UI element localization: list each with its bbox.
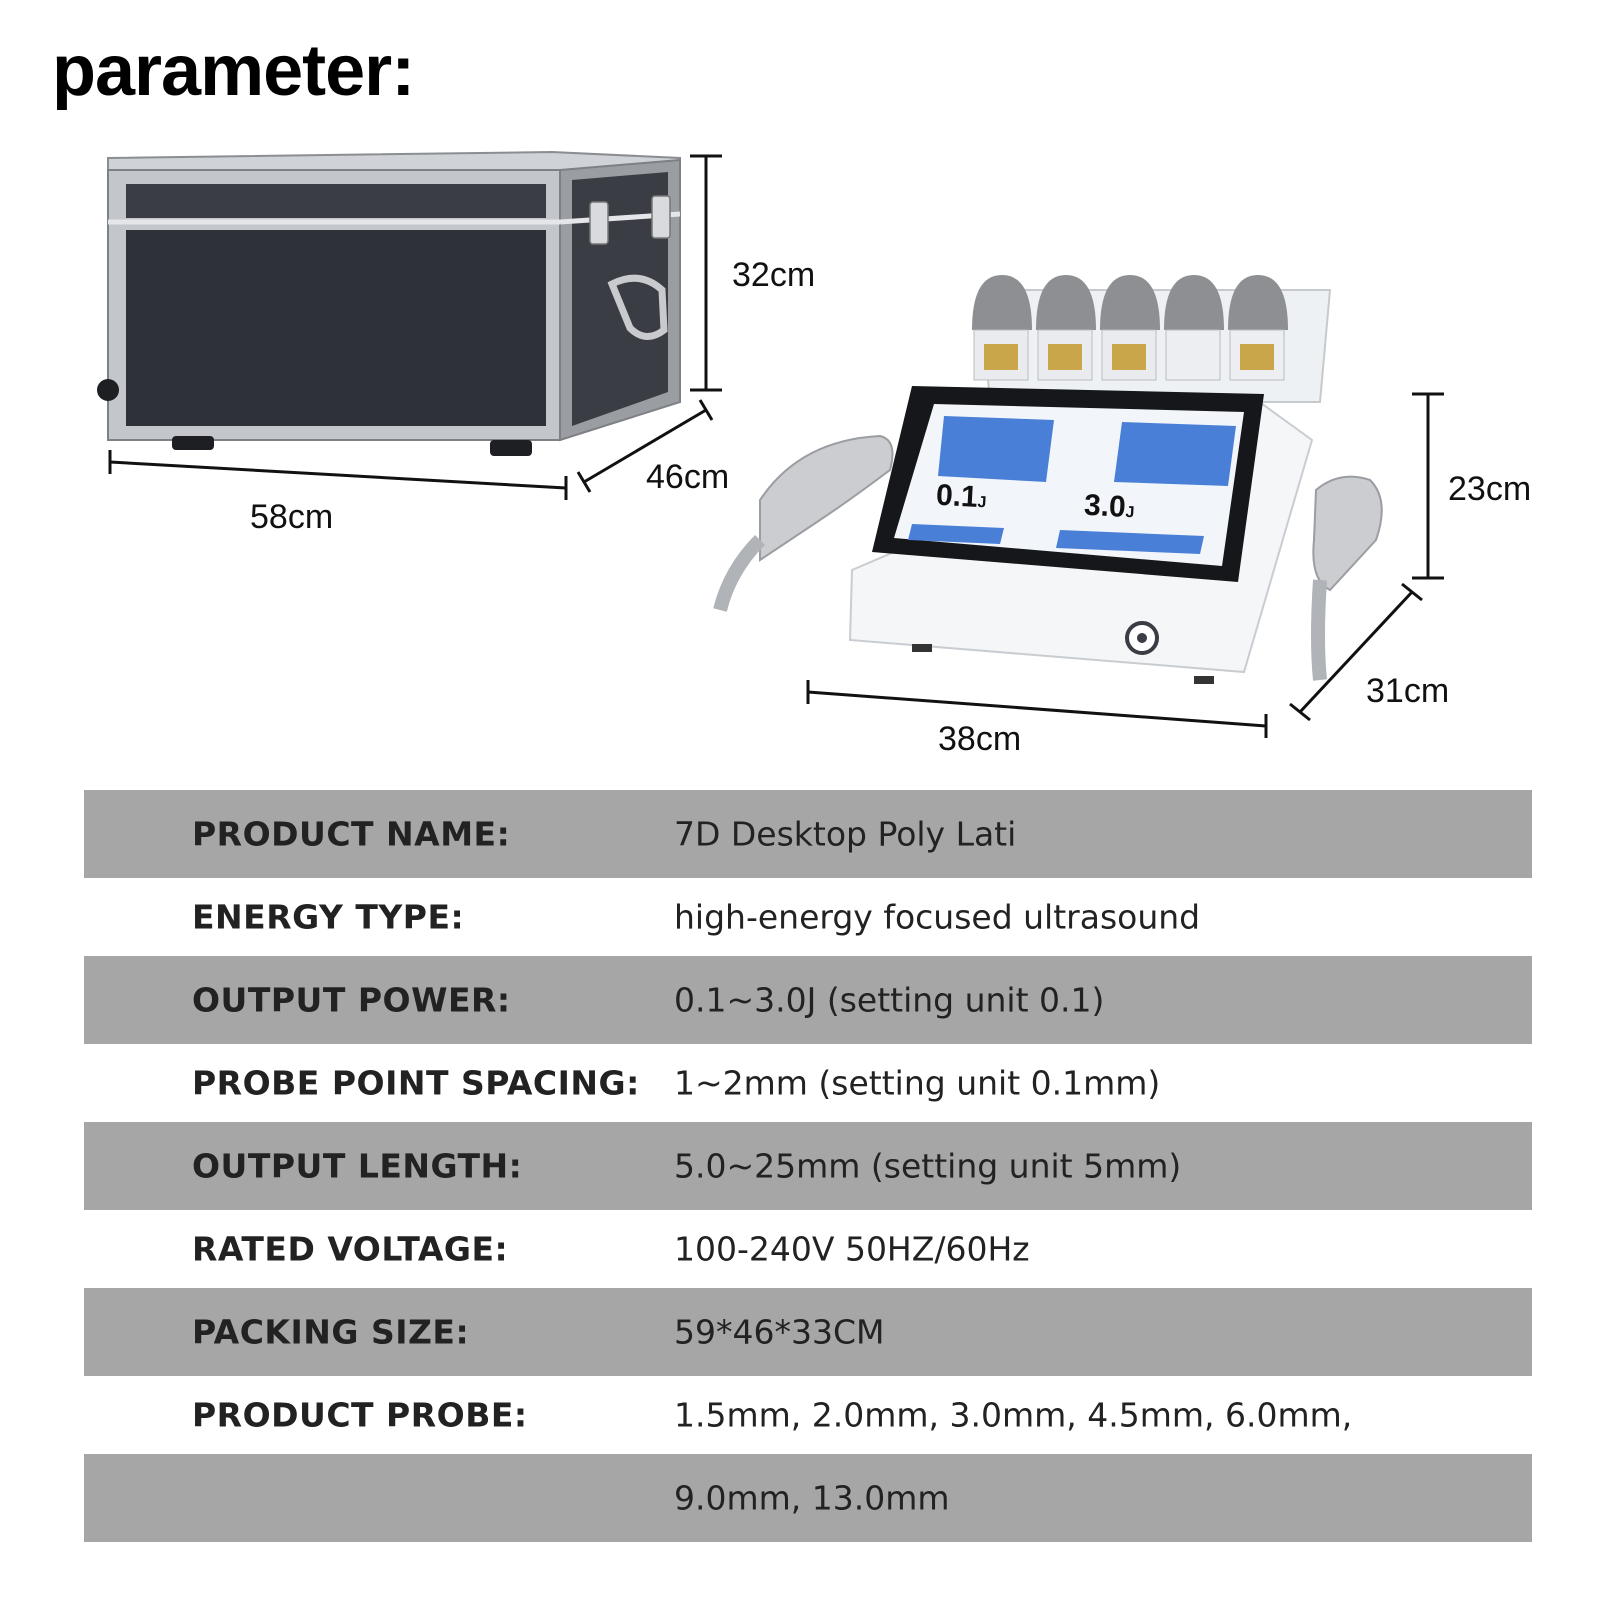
dimension-illustration	[97, 150, 1444, 738]
spec-label: OUTPUT LENGTH:	[192, 1146, 523, 1186]
spec-label: OUTPUT POWER:	[192, 980, 511, 1020]
spec-value: 100-240V 50HZ/60Hz	[674, 1229, 1030, 1269]
spec-value: 9.0mm, 13.0mm	[674, 1478, 950, 1518]
spec-value: 0.1~3.0J (setting unit 0.1)	[674, 980, 1105, 1020]
spec-label: ENERGY TYPE:	[192, 897, 465, 937]
screen-left-energy: 0.1J	[935, 478, 987, 514]
spec-row-product-name: PRODUCT NAME: 7D Desktop Poly Lati	[84, 790, 1532, 878]
case-depth-label: 46cm	[646, 458, 730, 496]
machine-height-label: 23cm	[1448, 470, 1532, 508]
spec-value: 1~2mm (setting unit 0.1mm)	[674, 1063, 1161, 1103]
machine-illustration	[713, 275, 1383, 684]
machine-dimension-lines	[806, 392, 1444, 738]
case-height-label: 32cm	[732, 256, 816, 294]
spec-row-product-probe-continued: 9.0mm, 13.0mm	[84, 1454, 1532, 1542]
spec-label: PACKING SIZE:	[192, 1312, 470, 1352]
machine-depth-label: 31cm	[1366, 672, 1450, 710]
spec-row-rated-voltage: RATED VOLTAGE: 100-240V 50HZ/60Hz	[84, 1210, 1532, 1288]
spec-label: PRODUCT NAME:	[192, 814, 511, 854]
spec-row-energy-type: ENERGY TYPE: high-energy focused ultraso…	[84, 878, 1532, 956]
spec-row-probe-point-spacing: PROBE POINT SPACING: 1~2mm (setting unit…	[84, 1044, 1532, 1122]
case-dimension-lines	[108, 154, 722, 500]
spec-row-output-length: OUTPUT LENGTH: 5.0~25mm (setting unit 5m…	[84, 1122, 1532, 1210]
machine-width-label: 38cm	[938, 720, 1022, 758]
screen-right-energy: 3.0J	[1083, 488, 1135, 524]
spec-label: RATED VOLTAGE:	[192, 1229, 509, 1269]
spec-row-product-probe: PRODUCT PROBE: 1.5mm, 2.0mm, 3.0mm, 4.5m…	[84, 1376, 1532, 1454]
spec-value: 5.0~25mm (setting unit 5mm)	[674, 1146, 1182, 1186]
spec-value: 59*46*33CM	[674, 1312, 885, 1352]
spec-row-packing-size: PACKING SIZE: 59*46*33CM	[84, 1288, 1532, 1376]
spec-label: PRODUCT PROBE:	[192, 1395, 528, 1435]
spec-label: PROBE POINT SPACING:	[192, 1063, 640, 1103]
spec-value: 7D Desktop Poly Lati	[674, 814, 1017, 854]
case-width-label: 58cm	[250, 498, 334, 536]
carry-case-illustration	[97, 150, 681, 456]
probe-set	[972, 275, 1288, 381]
spec-value: high-energy focused ultrasound	[674, 897, 1201, 937]
product-dimension-figure: 0.1J 3.0J 32cm 58cm 46cm 23cm 38cm 31cm	[0, 140, 1601, 780]
page-heading: parameter:	[52, 31, 415, 111]
spec-value: 1.5mm, 2.0mm, 3.0mm, 4.5mm, 6.0mm,	[674, 1395, 1353, 1435]
spec-row-output-power: OUTPUT POWER: 0.1~3.0J (setting unit 0.1…	[84, 956, 1532, 1044]
specification-table: PRODUCT NAME: 7D Desktop Poly Lati ENERG…	[84, 790, 1532, 1542]
